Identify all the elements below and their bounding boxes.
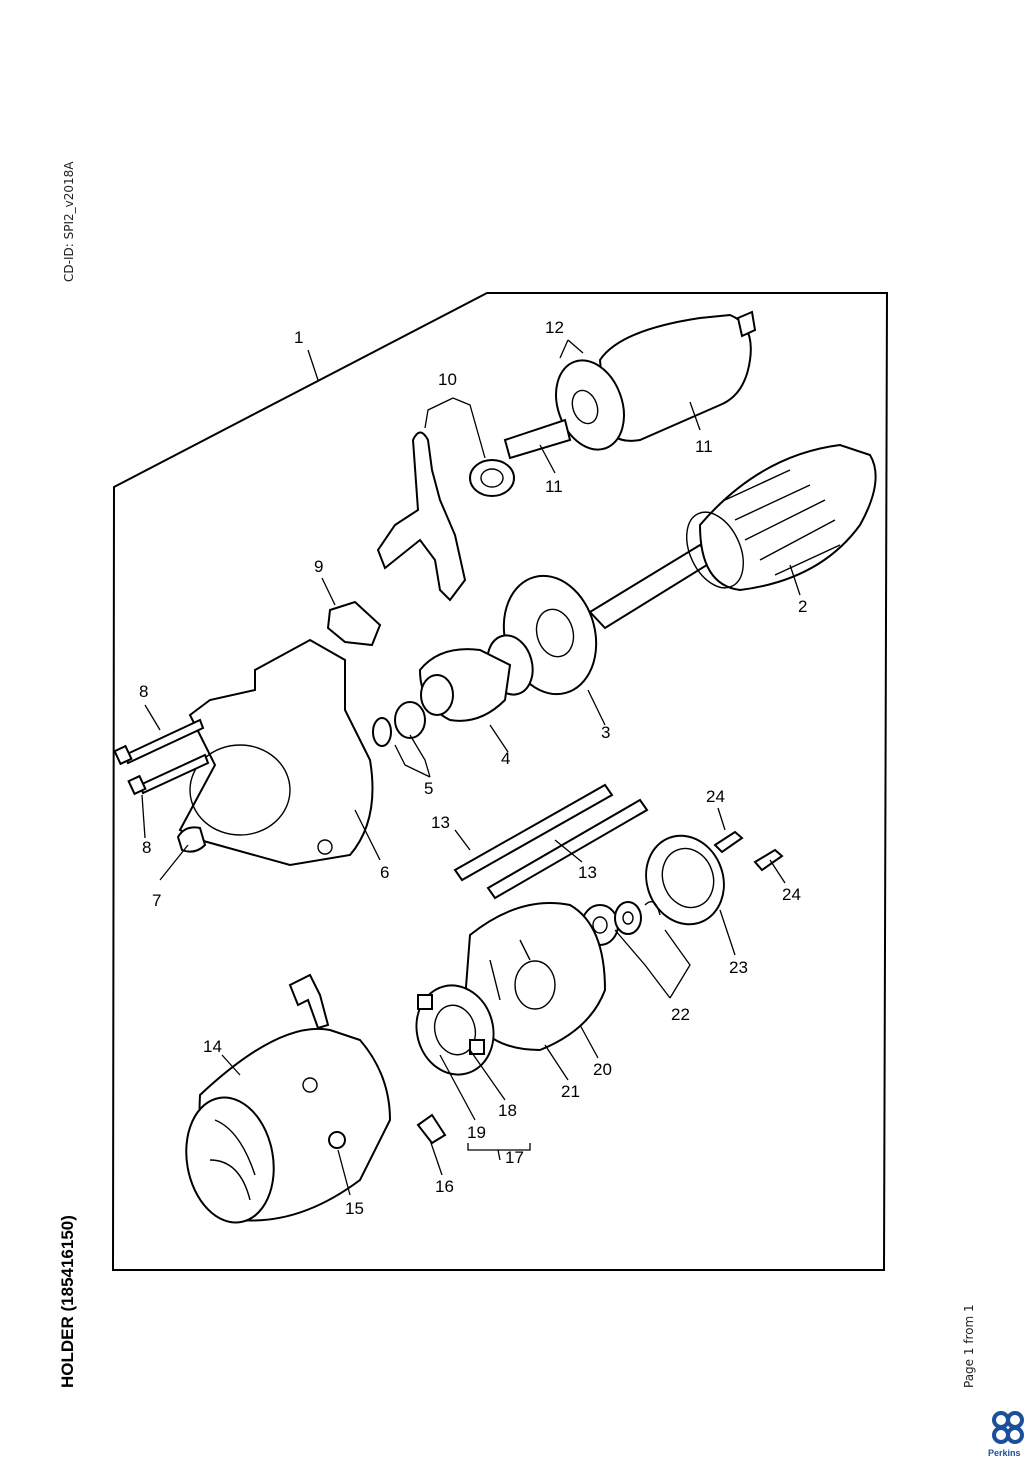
callout-15: 15 [345, 1199, 364, 1218]
solenoid-part[interactable] [503, 310, 757, 460]
mounting-bolts-part[interactable] [113, 718, 210, 796]
perkins-logo-text: Perkins [988, 1448, 1021, 1458]
callout-21: 21 [561, 1082, 580, 1101]
callout-17: 17 [505, 1148, 524, 1167]
callout-16: 16 [435, 1177, 454, 1196]
seal-part[interactable] [634, 825, 736, 936]
callout-6: 6 [380, 863, 389, 882]
brush-holder-part[interactable] [407, 977, 504, 1084]
callout-19: 19 [467, 1123, 486, 1142]
callout-11a: 11 [695, 437, 713, 456]
diagram-frame [111, 292, 889, 1271]
leader-lines [141, 339, 801, 1196]
callout-11b: 11 [545, 477, 563, 496]
callout-7: 7 [152, 891, 161, 910]
drive-end-housing-part[interactable] [178, 638, 374, 867]
end-bracket-part[interactable] [463, 902, 607, 1052]
terminal-part[interactable] [416, 1113, 447, 1145]
callout-8b: 8 [142, 838, 151, 857]
yoke-screw-part[interactable] [328, 1131, 346, 1149]
callout-24b: 24 [782, 885, 801, 904]
callout-4: 4 [501, 749, 510, 768]
callout-18: 18 [498, 1101, 517, 1120]
collar-and-clip-part[interactable] [372, 701, 426, 747]
bush-part[interactable] [176, 826, 207, 853]
perkins-logo-icon [992, 1411, 1024, 1444]
callout-10: 10 [438, 370, 457, 389]
drive-pinion-part[interactable] [418, 630, 539, 722]
callout-8a: 8 [139, 682, 148, 701]
callout-23: 23 [729, 958, 748, 977]
callout-3: 3 [601, 723, 610, 742]
yoke-part[interactable] [177, 973, 392, 1230]
through-bolts-part[interactable] [453, 783, 649, 900]
callout-22: 22 [671, 1005, 690, 1024]
callout-12: 12 [545, 318, 564, 337]
callout-20: 20 [593, 1060, 612, 1079]
armature-part[interactable] [588, 443, 877, 630]
callout-9: 9 [314, 557, 323, 576]
callout-14: 14 [203, 1037, 222, 1056]
callout-2: 2 [798, 597, 807, 616]
callout-labels: 1 12 10 11 11 2 9 3 4 8 8 5 6 7 13 13 24… [139, 318, 807, 1218]
screws-part[interactable] [713, 830, 784, 872]
pivot-block-part[interactable] [326, 600, 382, 647]
callout-13a: 13 [431, 813, 450, 832]
callout-5: 5 [424, 779, 433, 798]
lever-part[interactable] [376, 431, 515, 602]
callout-13b: 13 [578, 863, 597, 882]
callout-24a: 24 [706, 787, 725, 806]
callout-1: 1 [294, 328, 303, 347]
